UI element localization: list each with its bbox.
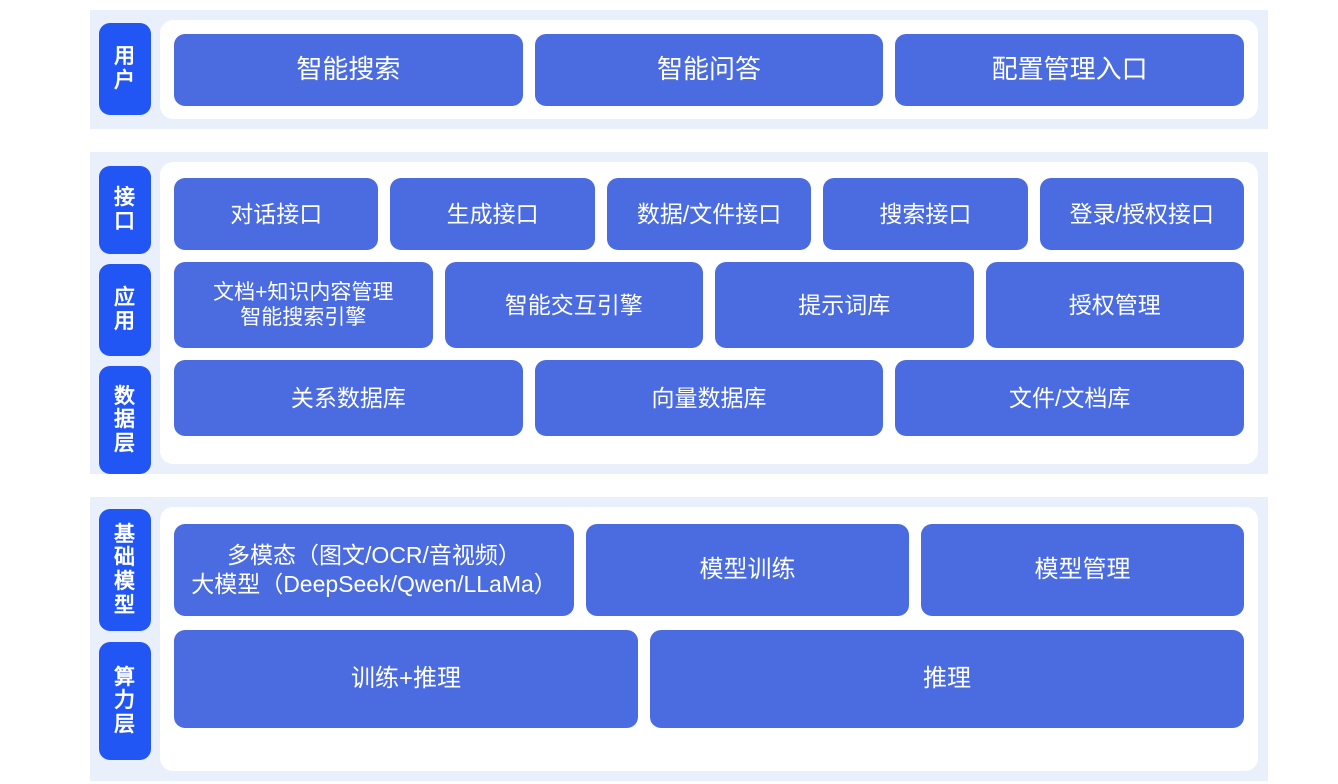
box-authorization-management[interactable]: 授权管理: [985, 262, 1244, 348]
layer-tab-user-label: 用户: [114, 45, 136, 92]
box-data-file-api[interactable]: 数据/文件接口: [606, 178, 812, 250]
layer-tab-user[interactable]: 用户: [99, 23, 151, 115]
box-search-api[interactable]: 搜索接口: [823, 178, 1028, 250]
section-user-tabs: 用户: [90, 10, 160, 129]
layer-tab-compute-label: 算力层: [114, 665, 136, 736]
box-smart-search[interactable]: 智能搜索: [174, 33, 523, 106]
box-training-and-inference[interactable]: 训练+推理: [174, 630, 638, 728]
box-chat-api[interactable]: 对话接口: [174, 178, 379, 250]
layer-tab-data-label: 数据层: [114, 384, 136, 455]
box-vector-database[interactable]: 向量数据库: [534, 360, 884, 436]
box-relational-database[interactable]: 关系数据库: [174, 360, 523, 436]
row-interface: 对话接口 生成接口 数据/文件接口 搜索接口 登录/授权接口: [174, 178, 1245, 250]
layer-tab-interface[interactable]: 接口: [99, 166, 151, 254]
row-compute: 训练+推理 推理: [174, 630, 1244, 728]
layer-tab-data[interactable]: 数据层: [99, 366, 151, 474]
layer-tab-interface-label: 接口: [114, 186, 136, 233]
layer-tab-foundation-model[interactable]: 基础模型: [99, 509, 151, 631]
section-base-panel: 多模态（图文/OCR/音视频） 大模型（DeepSeek/Qwen/LLaMa）…: [160, 507, 1258, 771]
section-middle: 接口 应用 数据层 对话接口 生成接口 数据/文件接口 搜索接口 登录/授权接口…: [90, 152, 1268, 474]
section-middle-panel: 对话接口 生成接口 数据/文件接口 搜索接口 登录/授权接口 文档+知识内容管理…: [160, 162, 1258, 464]
layer-tab-application[interactable]: 应用: [99, 264, 151, 356]
section-base: 基础模型 算力层 多模态（图文/OCR/音视频） 大模型（DeepSeek/Qw…: [90, 497, 1268, 781]
section-user-panel: 智能搜索 智能问答 配置管理入口: [160, 20, 1258, 119]
row-application: 文档+知识内容管理 智能搜索引擎 智能交互引擎 提示词库 授权管理: [174, 262, 1244, 348]
box-inference[interactable]: 推理: [650, 630, 1244, 728]
box-interaction-engine[interactable]: 智能交互引擎: [444, 262, 703, 348]
section-user: 用户 智能搜索 智能问答 配置管理入口: [90, 10, 1268, 129]
section-middle-tabs: 接口 应用 数据层: [90, 152, 160, 474]
row-data-layer: 关系数据库 向量数据库 文件/文档库: [174, 360, 1245, 436]
box-login-auth-api[interactable]: 登录/授权接口: [1039, 178, 1245, 250]
box-doc-knowledge-management[interactable]: 文档+知识内容管理 智能搜索引擎: [174, 262, 433, 348]
box-prompt-library[interactable]: 提示词库: [715, 262, 974, 348]
row-models: 多模态（图文/OCR/音视频） 大模型（DeepSeek/Qwen/LLaMa）…: [174, 524, 1244, 616]
box-smart-qa[interactable]: 智能问答: [534, 33, 884, 106]
box-multimodal-large-model[interactable]: 多模态（图文/OCR/音视频） 大模型（DeepSeek/Qwen/LLaMa）: [174, 524, 574, 616]
box-model-management[interactable]: 模型管理: [921, 524, 1244, 616]
box-model-training[interactable]: 模型训练: [586, 524, 909, 616]
box-generation-api[interactable]: 生成接口: [390, 178, 595, 250]
layer-tab-compute[interactable]: 算力层: [99, 642, 151, 760]
section-base-tabs: 基础模型 算力层: [90, 497, 160, 781]
row-user-entries: 智能搜索 智能问答 配置管理入口: [174, 33, 1245, 106]
layer-tab-foundation-model-label: 基础模型: [114, 522, 136, 617]
box-config-management-entry[interactable]: 配置管理入口: [895, 33, 1245, 106]
layer-tab-application-label: 应用: [114, 286, 136, 333]
box-file-document-store[interactable]: 文件/文档库: [895, 360, 1245, 436]
